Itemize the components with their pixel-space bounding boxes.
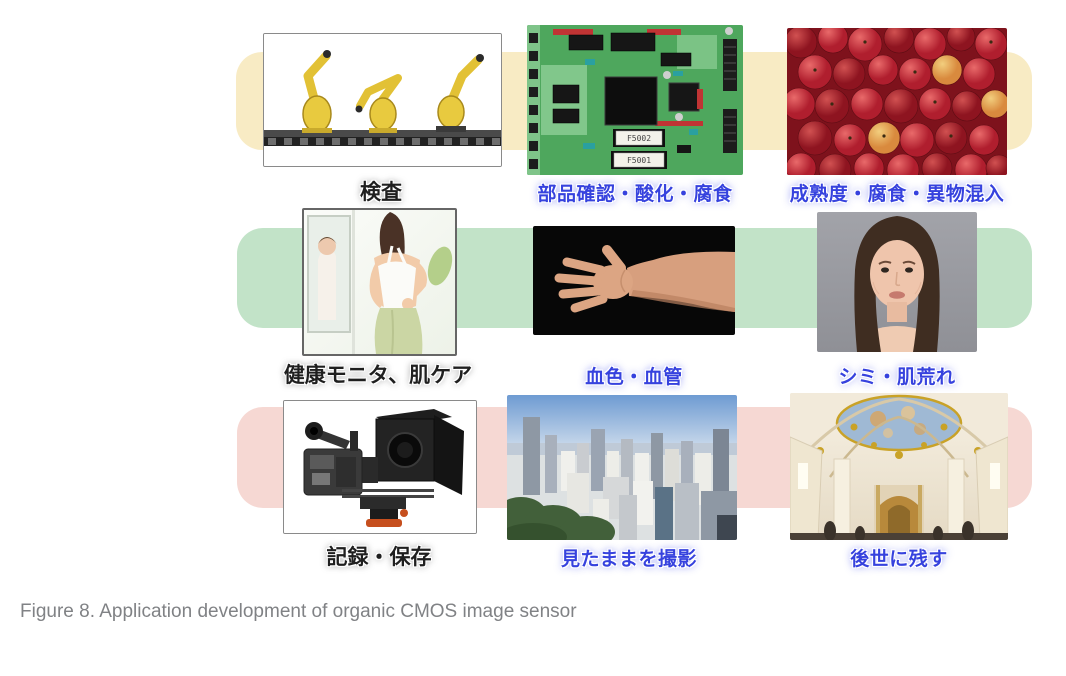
woman-mirror-health-image: [302, 208, 457, 356]
church-interior-illustration: [790, 393, 1008, 540]
label-inspection: 検査: [360, 181, 402, 204]
label-record-save: 記録・保存: [326, 546, 432, 569]
robot-arms-illustration: [264, 34, 501, 166]
circuit-board-illustration: F5002 F5001: [527, 25, 743, 175]
church-interior-image: [790, 393, 1008, 540]
label-parts-check: 部品確認・酸化・腐食: [537, 184, 733, 205]
circuit-board-image: F5002 F5001: [527, 25, 743, 175]
woman-face-image: [817, 212, 977, 352]
label-ripeness: 成熟度・腐食・異物混入: [789, 184, 1005, 205]
apples-image: [787, 28, 1007, 175]
cityscape-illustration: [507, 395, 737, 540]
video-camera-image: [283, 400, 477, 534]
robot-arms-conveyor-image: [263, 33, 502, 167]
arm-hand-illustration: [533, 226, 735, 335]
figure-caption: Figure 8. Application development of org…: [20, 601, 577, 622]
label-health-monitor: 健康モニタ、肌ケア: [283, 364, 473, 387]
label-skin-spots: シミ・肌荒れ: [838, 367, 956, 388]
label-posterity: 後世に残す: [850, 549, 948, 570]
cityscape-image: [507, 395, 737, 540]
video-camera-illustration: [284, 401, 476, 533]
label-blood-color: 血色・血管: [585, 367, 683, 388]
label-shoot-as-seen: 見たままを撮影: [561, 549, 697, 570]
chip-sticker-1-text: F5002: [627, 134, 651, 143]
woman-mirror-illustration: [304, 210, 455, 354]
chip-sticker-2-text: F5001: [627, 156, 651, 165]
woman-face-illustration: [817, 212, 977, 352]
apples-illustration: [787, 28, 1007, 175]
arm-hand-image: [533, 226, 735, 335]
